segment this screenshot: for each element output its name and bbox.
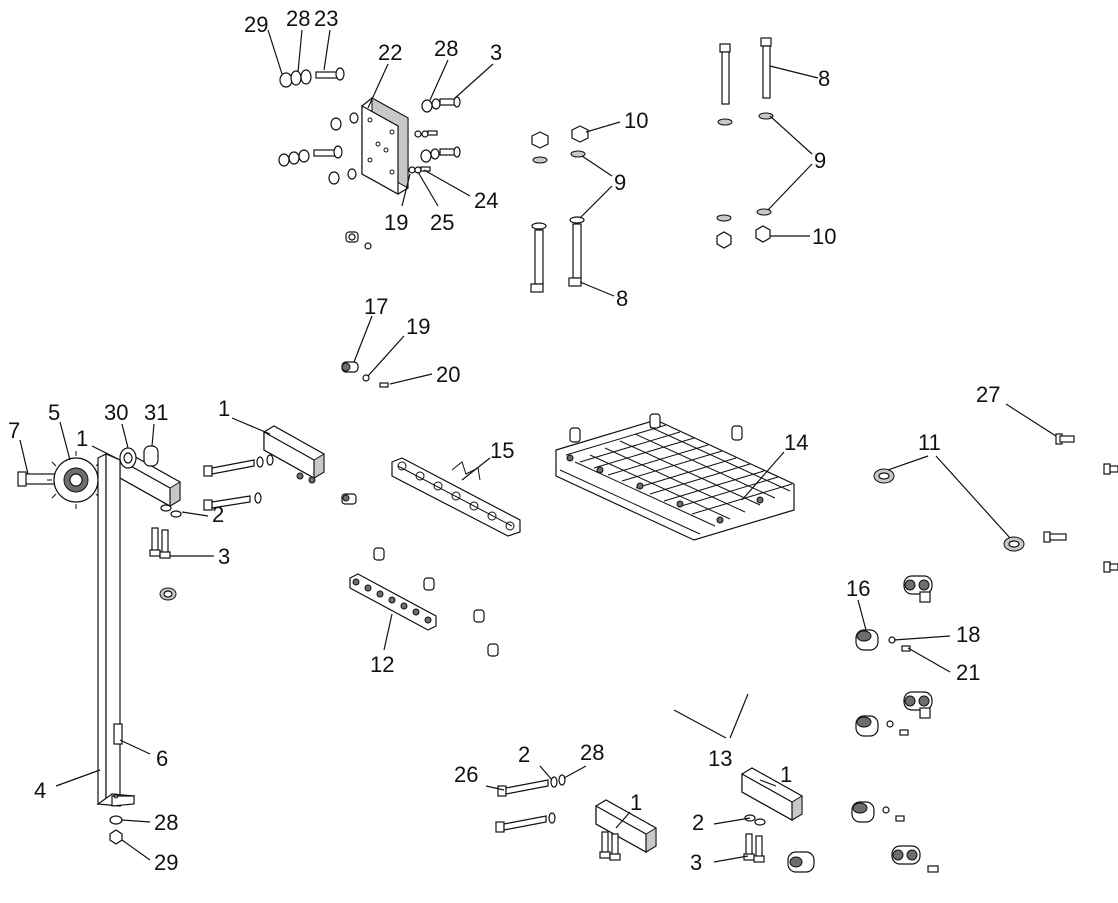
callout-24: 24 [474,188,498,213]
leader-lines-bottom [485,765,777,863]
callout-1: 1 [630,790,642,815]
callout-9: 9 [614,170,626,195]
callout-29: 29 [244,12,268,37]
callout-7: 7 [8,418,20,443]
callout-28: 28 [154,810,178,835]
leader-lines-mid [353,315,433,385]
chain-12 [349,547,499,657]
long-bolt-set-right [716,37,774,249]
callout-28: 28 [286,6,310,31]
callout-20: 20 [436,362,460,387]
callout-8: 8 [818,66,830,91]
callout-3: 3 [490,40,502,65]
leader-lines-top-mid [579,65,819,297]
leader-lines-sprocket [19,421,155,861]
leader-lines-mat [673,451,785,739]
callout-6: 6 [156,746,168,771]
callout-1: 1 [76,426,88,451]
callout-11: 11 [918,430,941,455]
callout-3: 3 [218,544,230,569]
callout-10: 10 [624,108,648,133]
callout-17: 17 [364,294,388,319]
callout-15: 15 [490,438,514,463]
callout-1: 1 [780,762,792,787]
callout-5: 5 [48,400,60,425]
callout-19: 19 [406,314,430,339]
callout-16: 16 [846,576,870,601]
callout-3: 3 [690,850,702,875]
callout-8: 8 [616,286,628,311]
callout-28: 28 [580,740,604,765]
chain-mat-13-14 [555,413,795,541]
long-bolt-set-left [530,125,589,293]
callout-10: 10 [812,224,836,249]
leader-lines-right [857,403,1057,673]
callout-28: 28 [434,36,458,61]
callout-1: 1 [218,396,230,421]
callout-14: 14 [784,430,808,455]
callout-19: 19 [384,210,408,235]
callout-2: 2 [518,742,530,767]
callout-2: 2 [212,502,224,527]
callout-31: 31 [144,400,168,425]
slide-block-center [263,425,357,505]
callout-29: 29 [154,850,178,875]
leader-12 [383,613,393,651]
small-clip-17-assembly [341,361,389,388]
callout-9: 9 [814,148,826,173]
callout-18: 18 [956,622,980,647]
callout-4: 4 [34,778,46,803]
callout-22: 22 [378,40,402,65]
callout-12: 12 [370,652,394,677]
bottom-blocks-assembly [495,767,815,873]
sprocket-bracket-assembly [17,445,159,845]
callout-25: 25 [430,210,454,235]
long-bolts-pair [203,454,274,511]
slide-block-left [119,453,182,601]
leader-lines-top-left [267,29,494,207]
mounting-plate-assembly [278,67,461,250]
callout-21: 21 [956,660,980,685]
callout-30: 30 [104,400,128,425]
callout-2: 2 [692,810,704,835]
roller-assemblies-right [851,433,1118,873]
callout-23: 23 [314,6,338,31]
callout-27: 27 [976,382,1000,407]
chain-15 [391,457,521,537]
callout-26: 26 [454,762,478,787]
callout-13: 13 [708,746,732,771]
leader-15 [461,457,491,481]
